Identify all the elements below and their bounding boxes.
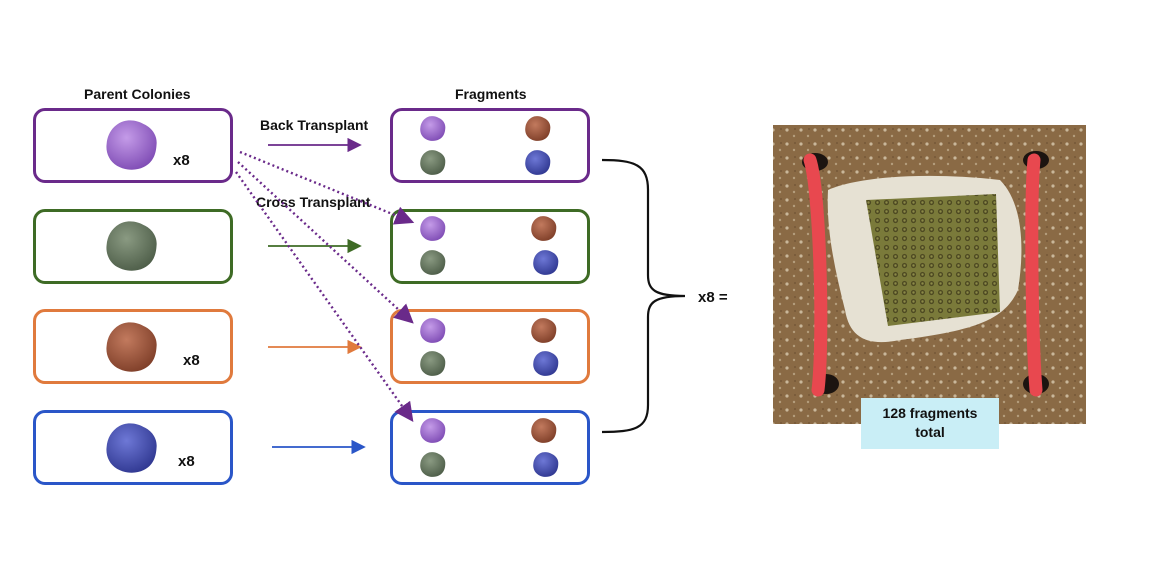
fragment-corals-orange-box xyxy=(420,318,559,376)
parent-multiplier-blue: x8 xyxy=(178,453,195,470)
parent-coral-purple-icon xyxy=(106,120,157,170)
fragment-corals-blue-box xyxy=(420,418,559,477)
parent-coral-green-icon xyxy=(106,221,157,271)
total-caption-line1: 128 fragments xyxy=(882,405,978,421)
total-caption-line2: total xyxy=(915,424,945,440)
grouping-bracket xyxy=(601,158,686,434)
parent-colonies-header: Parent Colonies xyxy=(84,86,191,102)
parent-multiplier-purple: x8 xyxy=(173,152,190,169)
fragments-header: Fragments xyxy=(455,86,527,102)
cross-transplant-arrows xyxy=(235,150,415,422)
fragment-corals-green-box xyxy=(420,216,559,275)
back-transplant-label: Back Transplant xyxy=(260,117,369,133)
bracket-multiplier-label: x8 = xyxy=(698,289,728,306)
parent-coral-blue-icon xyxy=(106,423,157,473)
cross-transplant-label: Cross Transplant xyxy=(256,194,371,210)
total-fragments-caption: 128 fragments total xyxy=(861,398,999,449)
coral-fragment-photo xyxy=(773,125,1086,424)
fragment-corals-purple-box xyxy=(420,116,551,175)
parent-coral-orange-icon xyxy=(106,322,157,372)
parent-multiplier-orange: x8 xyxy=(183,352,200,369)
